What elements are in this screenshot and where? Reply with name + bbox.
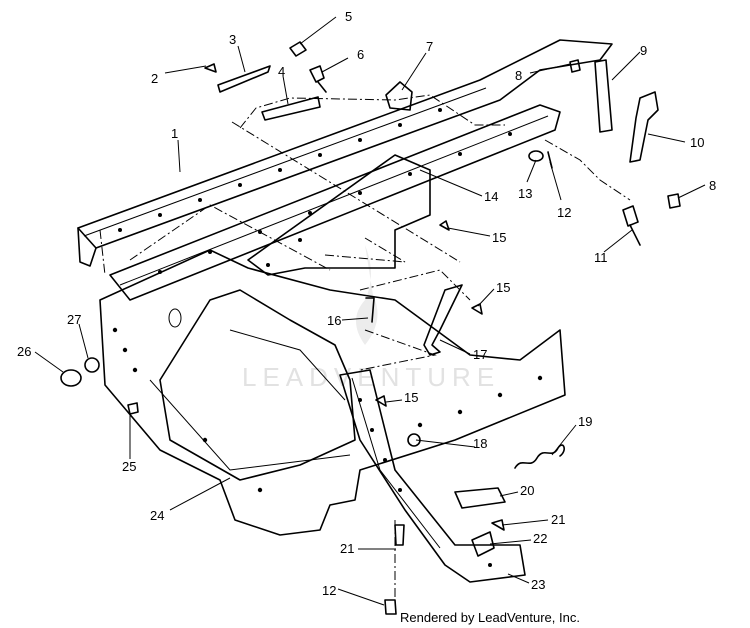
callout-20: 20 [520,483,534,498]
callout-21-right: 21 [551,512,565,527]
callout-12-upper: 12 [557,205,571,220]
callouts: 1 2 3 4 5 6 7 8 8 9 10 11 12 12 13 14 15… [17,9,716,598]
callout-11: 11 [594,250,608,265]
callout-22: 22 [533,531,547,546]
footer-credit: Rendered by LeadVenture, Inc. [400,610,580,625]
inner-plate [247,154,431,276]
callout-4: 4 [278,64,285,79]
callout-23: 23 [531,577,545,592]
callout-8-lower: 8 [709,178,716,193]
watermark-text: LEADVENTURE [242,362,500,392]
callout-15-a: 15 [492,230,506,245]
callout-14: 14 [484,189,498,204]
callout-8-upper: 8 [515,68,522,83]
small-parts [60,41,681,615]
callout-27: 27 [67,312,81,327]
callout-5: 5 [345,9,352,24]
callout-25: 25 [122,459,136,474]
callout-15-c: 15 [404,390,418,405]
part-23-lower-bracket [339,369,526,583]
callout-3: 3 [229,32,236,47]
callout-7: 7 [426,39,433,54]
callout-16: 16 [327,313,341,328]
callout-26: 26 [17,344,31,359]
callout-19: 19 [578,414,592,429]
callout-1: 1 [171,126,178,141]
callout-12-lower: 12 [322,583,336,598]
callout-15-b: 15 [496,280,510,295]
callout-24: 24 [150,508,164,523]
callout-9: 9 [640,43,647,58]
callout-17: 17 [473,347,487,362]
callout-6: 6 [357,47,364,62]
watermark: LEADVENTURE [242,245,500,392]
part-24-body [99,249,566,536]
callout-2: 2 [151,71,158,86]
callout-18: 18 [473,436,487,451]
callout-13: 13 [518,186,532,201]
callout-10: 10 [690,135,704,150]
callout-21-left: 21 [340,541,354,556]
leader-lines [34,16,706,606]
part-1-upper-rail [77,39,613,267]
